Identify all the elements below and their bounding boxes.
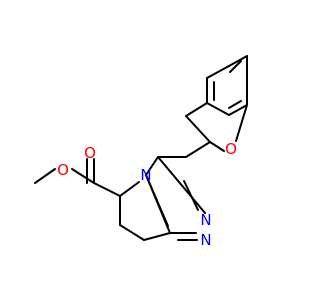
bond-pyridine-4 xyxy=(143,232,171,241)
bond-benzene-1 xyxy=(228,55,248,67)
atom-label-triazole-n2: N xyxy=(200,231,211,249)
atom-label-triazole-n1: N xyxy=(200,211,211,229)
bond-pyridine-5 xyxy=(145,174,169,227)
bond-benzene-2 xyxy=(206,65,230,79)
bond-benzene-4 xyxy=(206,102,230,116)
bond-pyridine-1 xyxy=(119,181,140,197)
atom-label-bridge-nitrogen: N xyxy=(140,166,151,184)
bond-furan-2 xyxy=(185,115,211,143)
bond-ester-1 xyxy=(93,182,121,197)
bond-methyl xyxy=(34,168,56,184)
bond-ester-c-o-single xyxy=(71,168,95,184)
bond-furan-1 xyxy=(185,102,208,117)
atom-label-ester-oxygen: O xyxy=(57,161,69,179)
bond-benzene-double-1 xyxy=(229,60,242,73)
structure-svg: O O O N N N xyxy=(34,55,248,249)
bond-triazole-1 xyxy=(145,156,159,176)
bond-triazole-double-1 xyxy=(157,156,206,214)
bond-furan-5 xyxy=(209,141,225,152)
atom-label-carbonyl-oxygen: O xyxy=(84,144,96,162)
bond-pyridine-3 xyxy=(119,224,145,241)
atom-label-ring-oxygen: O xyxy=(225,140,237,158)
bond-furan-4 xyxy=(235,104,248,142)
bond-benzene-double-3 xyxy=(228,100,242,109)
molecule-diagram: O O O N N N xyxy=(34,55,248,249)
bond-furan-3 xyxy=(185,141,211,158)
bond-benzene-5 xyxy=(228,104,248,116)
